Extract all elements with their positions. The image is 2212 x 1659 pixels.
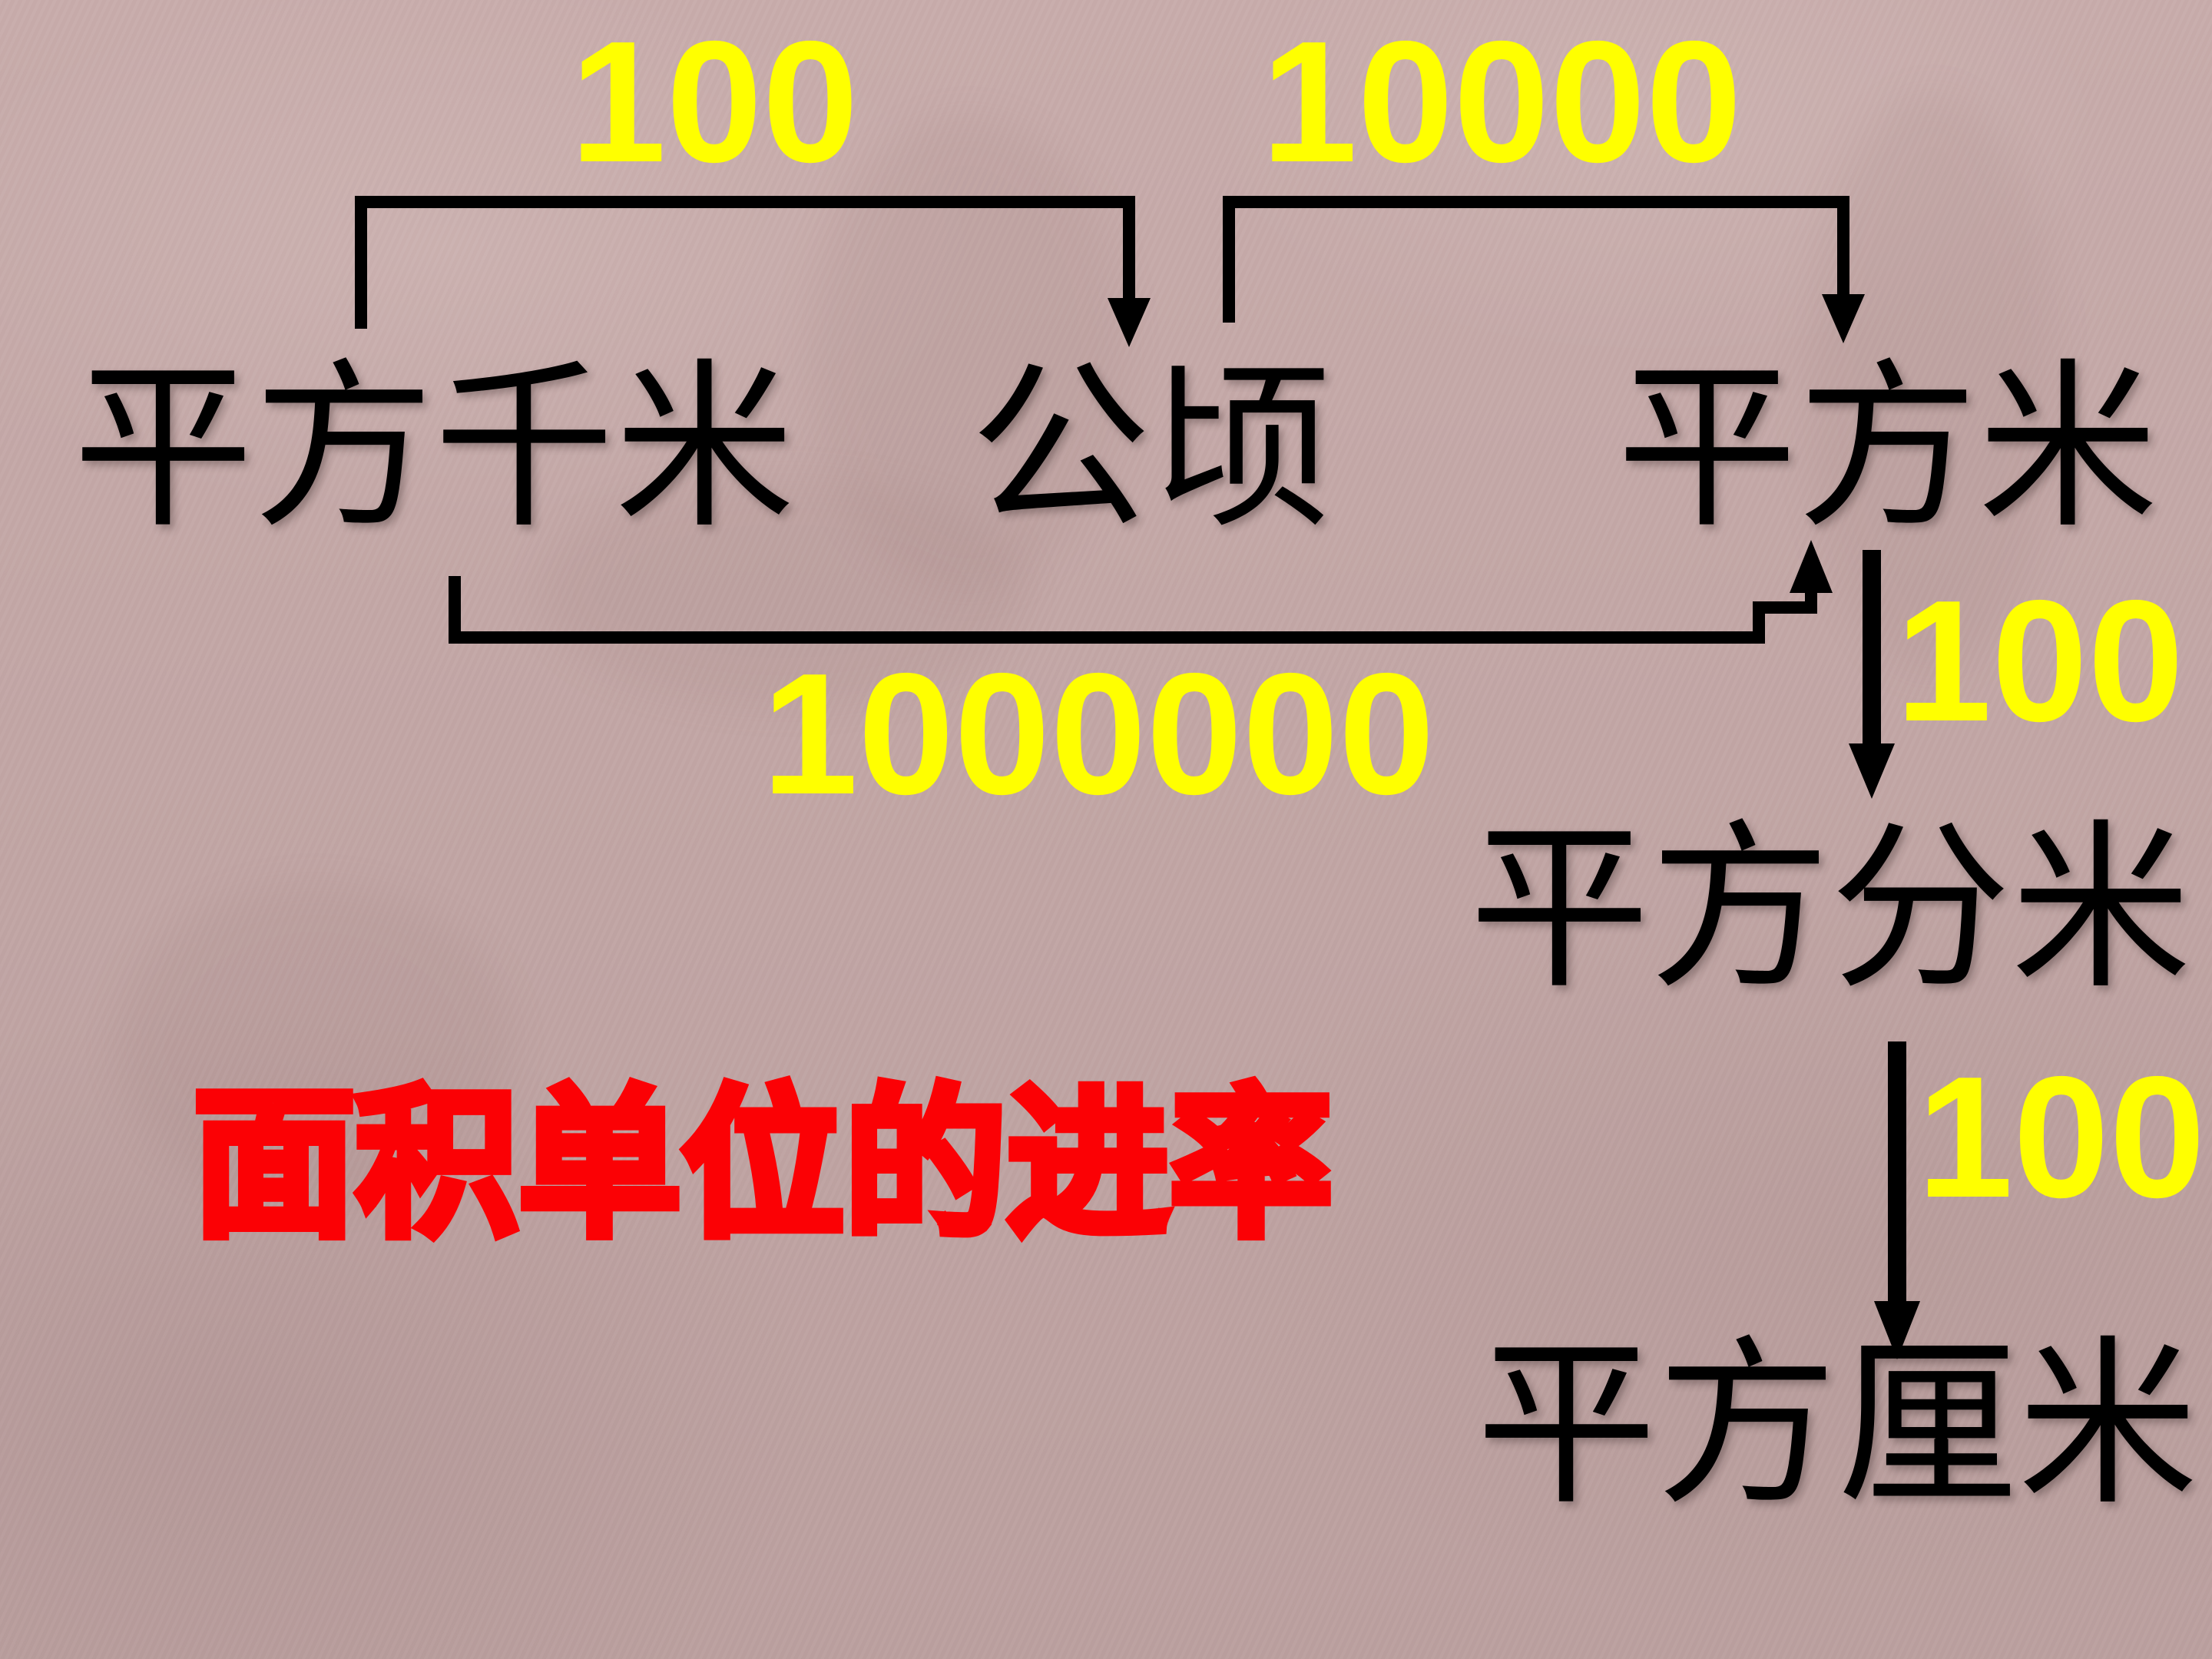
- factor-sqkm-hectare: 100: [570, 5, 859, 198]
- arrowhead-down-sqdm-icon: [1849, 743, 1895, 799]
- unit-square-meter: 平方米: [1617, 349, 2158, 549]
- background-texture-mark: [806, 115, 1129, 591]
- arrowhead-down-hectare-icon: [1108, 298, 1151, 347]
- factor-sqm-sqdm: 100: [1896, 564, 2184, 757]
- bracket-hectare-to-sqm: [1223, 196, 1849, 323]
- arrowhead-down-sqm-icon: [1822, 294, 1865, 343]
- unit-square-centimeter: 平方厘米: [1476, 1326, 2198, 1526]
- factor-sqkm-sqm: 1000000: [762, 637, 1435, 830]
- background-texture-mark: [1805, 92, 2058, 676]
- unit-hectare: 公顷: [970, 349, 1331, 549]
- background-texture-mark: [538, 476, 1029, 707]
- factor-hectare-sqm: 10000: [1261, 5, 1742, 198]
- arrowhead-down-sqcm-icon: [1874, 1301, 1920, 1359]
- slide-title: 面积单位的进率: [189, 1071, 1336, 1259]
- arrowhead-up-sqm-icon: [1790, 540, 1833, 593]
- bracket-sqkm-to-sqm: [449, 576, 1817, 644]
- unit-square-decimeter: 平方分米: [1469, 810, 2191, 1010]
- bracket-sqkm-to-hectare: [355, 196, 1135, 329]
- factor-sqdm-sqcm: 100: [1917, 1040, 2206, 1233]
- unit-square-kilometer: 平方千米: [73, 349, 795, 549]
- background-texture-mark: [115, 883, 515, 1206]
